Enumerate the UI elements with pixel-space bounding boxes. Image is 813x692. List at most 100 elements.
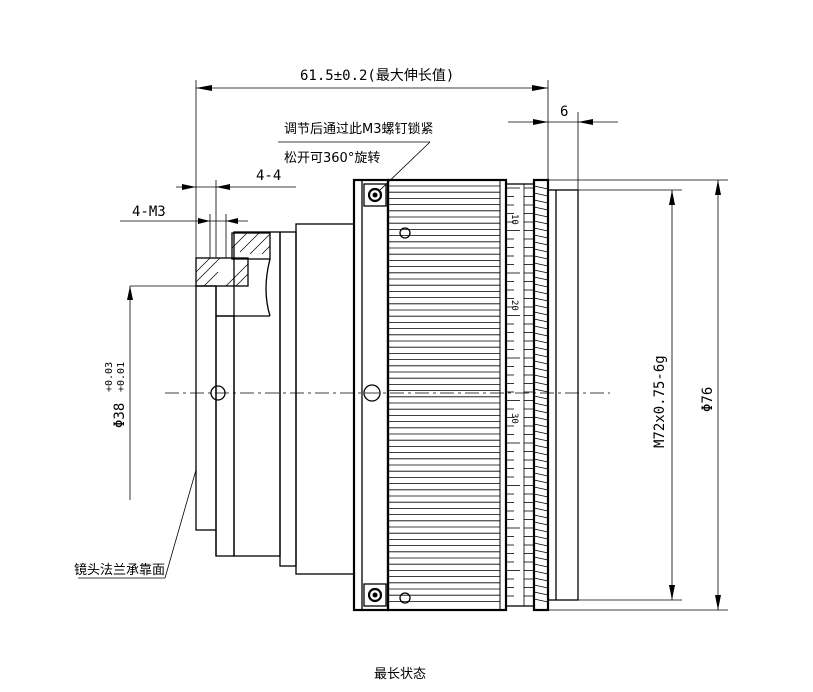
front-rib [533, 535, 549, 540]
front-rib [533, 311, 549, 316]
front-rib [533, 542, 549, 547]
front-ribs [533, 185, 549, 603]
front-rib [533, 584, 549, 589]
scale-ring: 10 20 30 [505, 183, 535, 607]
front-rib [533, 430, 549, 435]
front-rib [533, 416, 549, 421]
front-rib [533, 493, 549, 498]
rear-step [279, 231, 297, 567]
focus-ring [386, 178, 508, 612]
adjust-line-2: 松开可360°旋转 [284, 151, 380, 166]
mount-hole [210, 385, 226, 401]
dim-outer-diameter: Φ76 [548, 179, 728, 611]
focus-marker-top [399, 227, 411, 239]
front-rib [533, 465, 549, 470]
thread-label: M72x0.75-6g [652, 355, 668, 448]
rear-barrel [233, 231, 281, 557]
caption: 最长状态 [374, 667, 426, 682]
front-rib [533, 409, 549, 414]
front-rib [533, 570, 549, 575]
flange-tol-lower: +0.01 [116, 362, 127, 392]
front-rib [533, 591, 549, 596]
front-rib [533, 514, 549, 519]
rear-mount [195, 223, 355, 575]
front-rib [533, 402, 549, 407]
lock-ring [352, 178, 390, 612]
flange-plate [195, 285, 217, 531]
note-adjust: 调节后通过此M3螺钉锁紧 松开可360°旋转 [278, 121, 434, 191]
front-rib [533, 332, 549, 337]
front-rib [533, 563, 549, 568]
front-rib [533, 220, 549, 225]
screw-head-block [231, 232, 271, 260]
hatch-area [195, 232, 271, 287]
front-rib [533, 521, 549, 526]
note-flange: 镜头法兰承靠面 [74, 469, 197, 579]
front-rib [533, 500, 549, 505]
flange-surface-label: 镜头法兰承靠面 [74, 563, 165, 578]
dim-front-width: 6 [508, 104, 618, 190]
mount-body [215, 315, 235, 557]
dim-diameter-flange: Φ38 +0.03 +0.01 [104, 285, 196, 500]
front-rib [533, 297, 549, 302]
front-rib [533, 339, 549, 344]
front-rib [533, 276, 549, 281]
front-rib [533, 192, 549, 197]
knurl-lines [388, 180, 501, 610]
scale-mark-20: 20 [509, 300, 519, 311]
front-rib [533, 227, 549, 232]
front-rib [533, 269, 549, 274]
front-rib [533, 206, 549, 211]
front-rib [533, 374, 549, 379]
front-rib [533, 388, 549, 393]
front-rib [533, 472, 549, 477]
front-rib [533, 444, 549, 449]
front-rib [533, 479, 549, 484]
lock-screw-top [363, 183, 387, 207]
dim-4-m3: 4-M3 [120, 204, 248, 258]
dim-4-4: 4-4 [176, 168, 296, 258]
front-rib [533, 451, 549, 456]
front-rib [533, 528, 549, 533]
front-rib [533, 486, 549, 491]
front-rib [533, 458, 549, 463]
front-rib [533, 360, 549, 365]
holes-label: 4-M3 [132, 204, 166, 220]
front-rib [533, 353, 549, 358]
front-rib [533, 325, 549, 330]
front-width-label: 6 [560, 104, 568, 120]
lock-screw-bottom [363, 583, 387, 607]
flange-diameter-label: Φ38 [112, 403, 128, 428]
scale-mark-30: 30 [509, 413, 519, 424]
front-grip [532, 178, 579, 612]
adjust-line-1: 调节后通过此M3螺钉锁紧 [284, 121, 434, 137]
dim-total-length: 61.5±0.2(最大伸长值) [195, 68, 549, 258]
front-rib [533, 423, 549, 428]
middle-barrel [295, 223, 355, 575]
front-rib [533, 346, 549, 351]
front-rib [533, 318, 549, 323]
front-rib [533, 290, 549, 295]
front-rib [533, 395, 549, 400]
front-rib [533, 199, 549, 204]
scale-ticks [506, 184, 534, 606]
focus-marker-bottom [399, 592, 411, 604]
front-rib [533, 381, 549, 386]
front-rib [533, 367, 549, 372]
flange-tol-upper: +0.03 [104, 362, 115, 392]
front-rib [533, 262, 549, 267]
front-rib [533, 598, 549, 603]
screw-curve [265, 258, 271, 317]
front-rib [533, 577, 549, 582]
lock-ring-body [352, 178, 390, 612]
front-rib [533, 234, 549, 239]
front-rib [533, 304, 549, 309]
screw-note-label: 4-4 [256, 168, 281, 184]
front-thread [547, 189, 579, 601]
front-rib [533, 255, 549, 260]
front-rib [533, 437, 549, 442]
front-rib [533, 185, 549, 190]
front-rib [533, 283, 549, 288]
